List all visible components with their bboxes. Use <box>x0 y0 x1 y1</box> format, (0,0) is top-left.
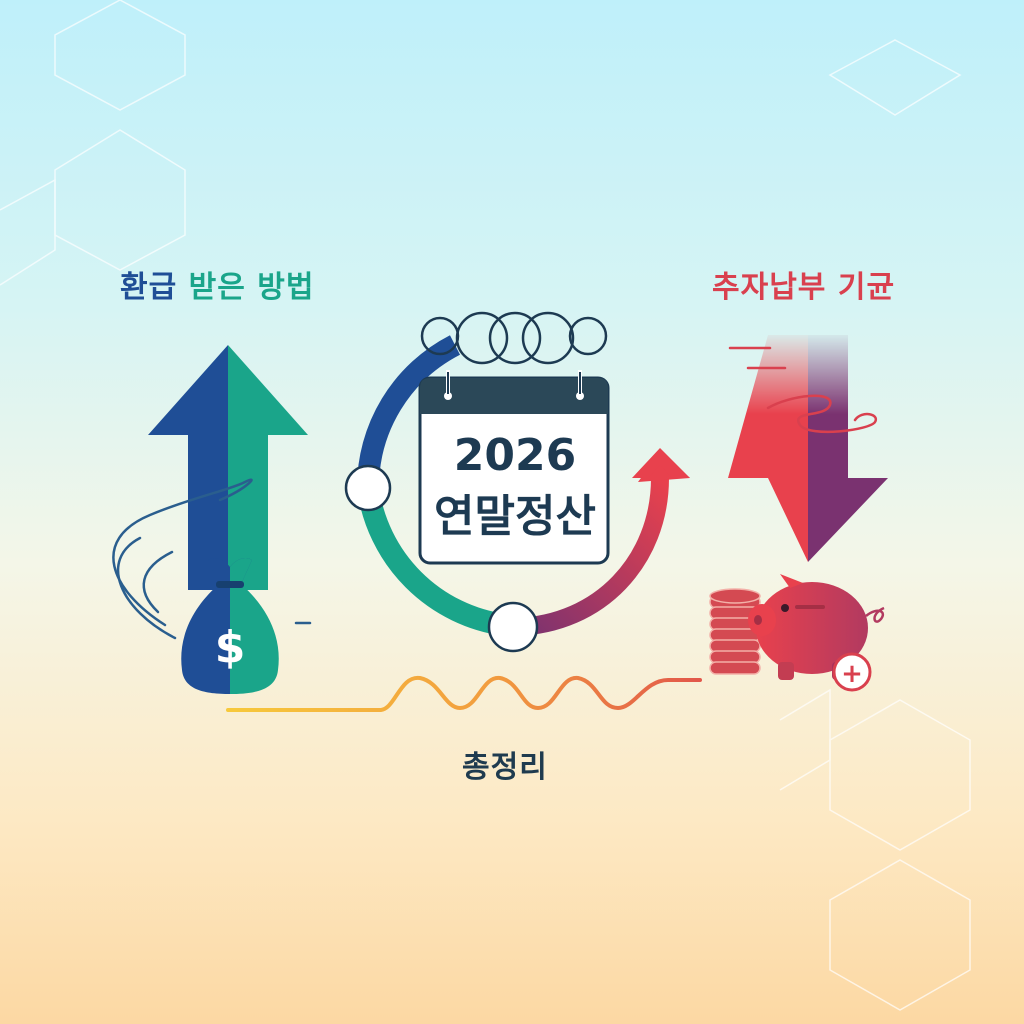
money-bag-icon <box>181 557 279 694</box>
wave-connector <box>226 675 702 712</box>
cycle-arrow-icon <box>344 335 690 653</box>
plus-badge-icon <box>832 652 872 692</box>
left-title: 환급 받은 방법 <box>120 262 315 306</box>
bottom-title: 총정리 <box>462 750 548 785</box>
left-title-part2: 받은 방법 <box>188 270 315 305</box>
left-title-part1: 환급 <box>120 270 178 305</box>
piggy-bank-icon <box>748 574 885 680</box>
motion-lines <box>112 478 312 640</box>
down-arrow-icon <box>728 335 888 562</box>
coin-stack-icon <box>709 588 761 675</box>
hexagon-pattern <box>0 0 970 1010</box>
dollar-symbol: $ <box>215 622 246 673</box>
calendar-year: 2026 <box>453 430 577 481</box>
binder-rings <box>420 311 608 365</box>
calendar-title: 연말정산 <box>434 491 596 542</box>
up-arrow-icon <box>148 345 308 590</box>
plus-badge-symbol: + <box>841 659 863 689</box>
calendar-icon <box>418 370 610 565</box>
right-title: 추자납부 기균 <box>712 270 896 305</box>
speed-lines <box>728 346 878 434</box>
